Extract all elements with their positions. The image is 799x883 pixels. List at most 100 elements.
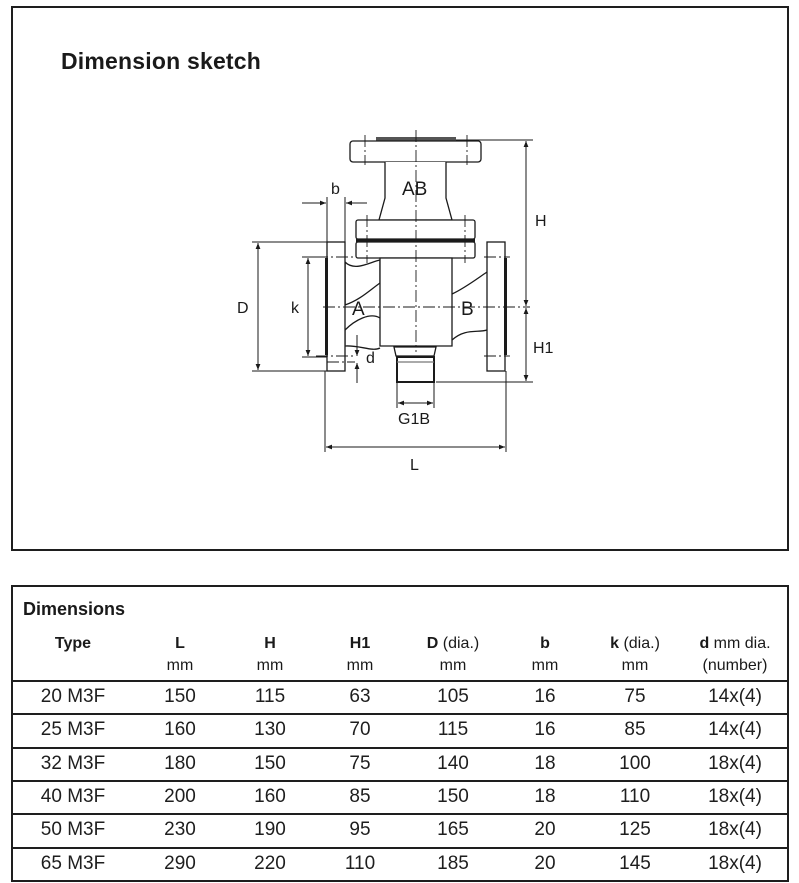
table-cell: 18x(4) <box>708 819 762 840</box>
table-cell: 200 <box>164 786 196 807</box>
table-cell: 160 <box>164 719 196 740</box>
label-k: k <box>291 300 300 317</box>
table-cell: 32 M3F <box>40 753 106 774</box>
table-cell: 16 <box>534 719 556 740</box>
label-ab: AB <box>402 179 427 200</box>
column-header: D (dia.)mm <box>393 633 513 677</box>
label-g1b: G1B <box>398 411 430 428</box>
label-l: L <box>410 457 419 474</box>
table-cell: 63 <box>349 686 371 707</box>
flange-b <box>486 241 506 372</box>
table-cell: 65 M3F <box>40 853 106 874</box>
table-cell: 20 <box>534 819 556 840</box>
outlet-nipple <box>393 346 437 357</box>
column-key: H1 <box>349 635 371 652</box>
table-cell: 140 <box>437 753 469 774</box>
table-cell: 150 <box>164 686 196 707</box>
table-cell: 150 <box>254 753 286 774</box>
column-header: Type <box>13 633 133 655</box>
column-key: b <box>540 635 550 652</box>
table-cell: 130 <box>254 719 286 740</box>
column-key-suffix: mm dia. <box>709 635 771 652</box>
column-unit: mm <box>346 657 374 674</box>
valve-body <box>325 137 507 383</box>
table-cell: 16 <box>534 686 556 707</box>
column-unit: mm <box>256 657 284 674</box>
column-header: H1 mm <box>300 633 420 677</box>
table-cell: 110 <box>619 786 651 807</box>
table-cell: 115 <box>437 719 469 740</box>
table-cell: 110 <box>344 853 376 874</box>
dimensions-title: Dimensions <box>23 599 126 619</box>
column-header: k (dia.) mm <box>575 633 695 677</box>
table-cell: 50 M3F <box>40 819 106 840</box>
cover-flange-upper <box>355 219 476 240</box>
table-cell: 105 <box>437 686 469 707</box>
column-unit: mm <box>621 657 649 674</box>
sketch-title: Dimension sketch <box>61 48 262 74</box>
column-key: Type <box>54 635 92 652</box>
column-unit: mm <box>166 657 194 674</box>
table-row: 50 M3F 230 190 95 165 20 125 18x(4) <box>13 813 789 846</box>
label-h: H <box>535 213 547 230</box>
column-key: d <box>699 635 710 652</box>
table-cell: 95 <box>349 819 371 840</box>
table-cell: 145 <box>619 853 651 874</box>
table-cell: 165 <box>437 819 469 840</box>
label-b-port: B <box>461 299 474 320</box>
table-cell: 14x(4) <box>708 719 762 740</box>
table-cell: 230 <box>164 819 196 840</box>
table-cell: 18x(4) <box>708 853 762 874</box>
valve-drawing: AB A B b D k d H H1 G1B L <box>237 130 554 474</box>
table-cell: 18 <box>534 786 556 807</box>
center-lines <box>316 130 530 363</box>
table-cell: 70 <box>349 719 371 740</box>
label-d-dia: D <box>237 300 249 317</box>
table-cell: 20 M3F <box>40 686 106 707</box>
table-cell: 125 <box>619 819 651 840</box>
table-cell: 75 <box>624 686 646 707</box>
cover-flange-lower <box>355 241 476 259</box>
table-cell: 75 <box>349 753 371 774</box>
column-header: d mm dia. (number) <box>675 633 795 677</box>
table-cell: 85 <box>349 786 371 807</box>
column-unit: mm <box>531 657 559 674</box>
table-cell: 85 <box>624 719 646 740</box>
label-a: A <box>352 299 365 320</box>
port-b <box>451 271 488 295</box>
table-cell: 20 <box>534 853 556 874</box>
label-h1: H1 <box>533 340 554 357</box>
column-key: k <box>610 635 619 652</box>
table-cell: 100 <box>619 753 651 774</box>
table-cell: 180 <box>164 753 196 774</box>
table-cell: 160 <box>254 786 286 807</box>
column-key: L <box>175 635 185 652</box>
table-cell: 18 <box>534 753 556 774</box>
flange-a <box>326 241 346 372</box>
column-key-suffix: (dia.) <box>619 635 660 652</box>
table-cell: 115 <box>254 686 286 707</box>
table-cell: 220 <box>254 853 286 874</box>
column-key: H <box>264 635 276 652</box>
table-row: 65 M3F 290 220 110 185 20 145 18x(4) <box>13 847 789 880</box>
column-unit: (number) <box>702 657 768 674</box>
label-b-dim: b <box>331 181 340 198</box>
table-cell: 190 <box>254 819 286 840</box>
g1b-thread <box>396 356 435 383</box>
top-flange <box>349 140 482 163</box>
table-cell: 150 <box>437 786 469 807</box>
table-cell: 18x(4) <box>708 786 762 807</box>
table-cell: 290 <box>164 853 196 874</box>
dimension-lines <box>252 139 533 452</box>
table-cell: 185 <box>437 853 469 874</box>
table-cell: 40 M3F <box>40 786 106 807</box>
column-key-suffix: (dia.) <box>438 635 480 652</box>
label-d-hole: d <box>366 350 375 367</box>
column-unit: mm <box>439 657 467 674</box>
